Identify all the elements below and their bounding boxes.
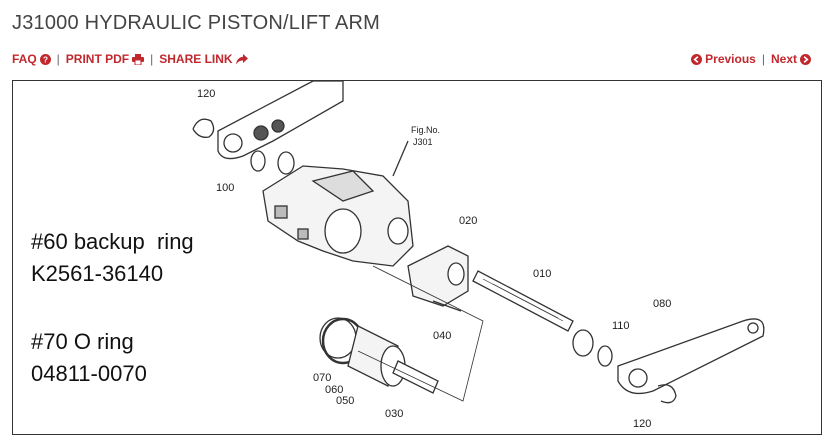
fig-label: Fig.No. [411,125,440,135]
o-ring-070 [319,317,357,359]
part-label-040: 040 [433,330,451,342]
next-label: Next [770,52,797,66]
part-label-080: 080 [653,298,671,310]
note-o-ring-title: #70 O ring [31,329,134,354]
note-o-ring-part-number: 04811-0070 [31,361,147,386]
part-label-010: 010 [533,268,551,280]
rod-030 [392,360,439,394]
fig-number: J301 [413,137,433,147]
part-label-060: 060 [325,384,343,396]
toolbar-separator: | [56,52,60,66]
note-backup-ring-part-number: K2561-36140 [31,261,164,286]
pager: Previous | Next [691,52,811,66]
o-ring-100 [250,150,266,172]
note-backup-ring-title: #60 backup ring [31,229,194,254]
lift-arm-left [217,81,344,160]
previous-label: Previous [705,52,756,66]
faq-link[interactable]: FAQ ? [12,52,51,66]
print-pdf-link[interactable]: PRINT PDF [65,52,145,66]
printer-icon [132,53,145,65]
arrow-left-circle-icon [691,53,703,65]
share-link[interactable]: SHARE LINK [159,52,248,66]
part-label-050: 050 [336,395,354,407]
toolbar-separator: | [150,52,154,66]
exploded-view-drawing: Fig.No. J301 120 100 020 010 080 110 040… [192,81,765,430]
shaft-010 [472,270,574,332]
question-circle-icon: ? [39,53,51,65]
arrow-right-circle-icon [800,53,811,65]
part-label-100: 100 [216,182,234,194]
circlip-top [192,118,215,138]
lift-arm-right [617,318,765,395]
faq-label: FAQ [12,52,37,66]
previous-link[interactable]: Previous [691,52,756,66]
o-ring-110 [597,345,613,367]
next-link[interactable]: Next [771,52,811,66]
circlip-bottom [657,384,677,404]
share-link-label: SHARE LINK [159,52,233,66]
pin-040 [432,300,462,312]
part-label-030: 030 [385,408,403,420]
toolbar: FAQ ? | PRINT PDF | SHARE LINK [12,52,248,66]
part-label-110: 110 [612,320,630,332]
svg-text:?: ? [43,55,48,64]
parts-diagram: Fig.No. J301 120 100 020 010 080 110 040… [12,80,822,435]
part-label-120-bottom: 120 [633,418,651,430]
print-pdf-label: PRINT PDF [65,52,130,66]
part-label-070: 070 [313,372,331,384]
part-label-120-top: 120 [197,88,215,100]
page-title: J31000 HYDRAULIC PISTON/LIFT ARM [12,12,381,34]
part-label-020: 020 [459,215,477,227]
share-arrow-icon [235,53,248,64]
pager-separator: | [761,52,765,66]
